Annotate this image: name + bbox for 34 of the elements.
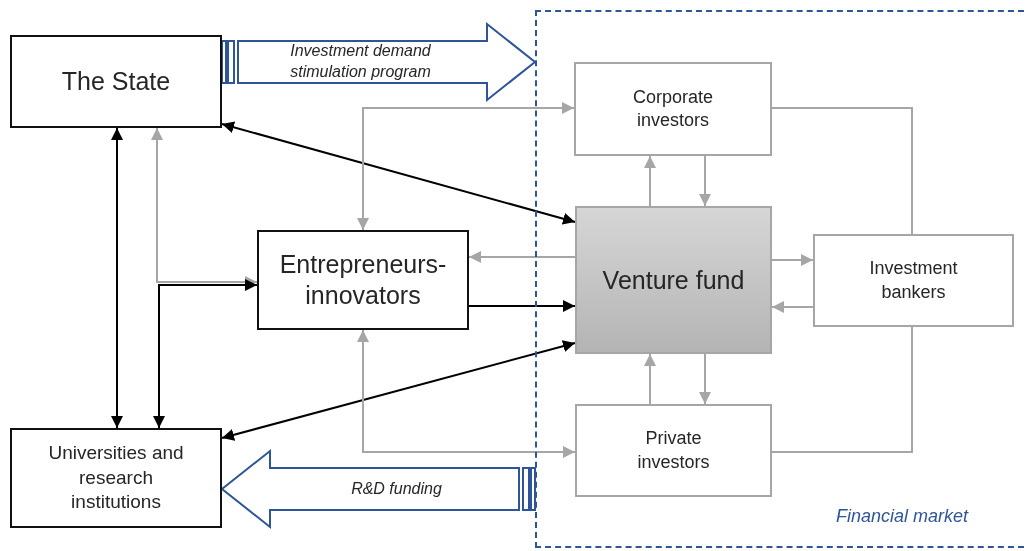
arrow [153,279,258,429]
arrow [221,121,576,225]
box [575,404,772,497]
node-label: Private investors [636,427,711,474]
block-arrow [221,21,537,103]
box [813,234,1014,327]
arrow [111,127,123,429]
arrow [644,353,656,405]
arrow [468,300,576,312]
node-label: Universities and research institutions [47,440,185,515]
arrow [221,340,576,441]
arrow [644,155,656,207]
region-title: Financial market [835,504,968,528]
arrow [771,301,814,313]
edge-label: Investment demand stimulation program [289,41,432,82]
arrow [468,251,576,263]
arrow [357,102,575,231]
dashed-region [535,10,1024,548]
edge-label: R&D funding [350,478,443,499]
box [575,206,772,354]
node-label: Venture fund [602,264,745,296]
arrow [357,329,576,458]
arrow [771,254,814,266]
box [10,35,222,128]
arrow [699,353,711,405]
box [574,62,772,156]
node-label: The State [61,65,171,97]
arrow [699,155,711,207]
node-label: Entrepreneurs-innovators [278,248,448,311]
box [10,428,222,528]
box [257,230,469,330]
node-label: Corporate investors [631,85,714,132]
node-label: Investment bankers [868,257,959,304]
block-arrow [220,448,536,530]
